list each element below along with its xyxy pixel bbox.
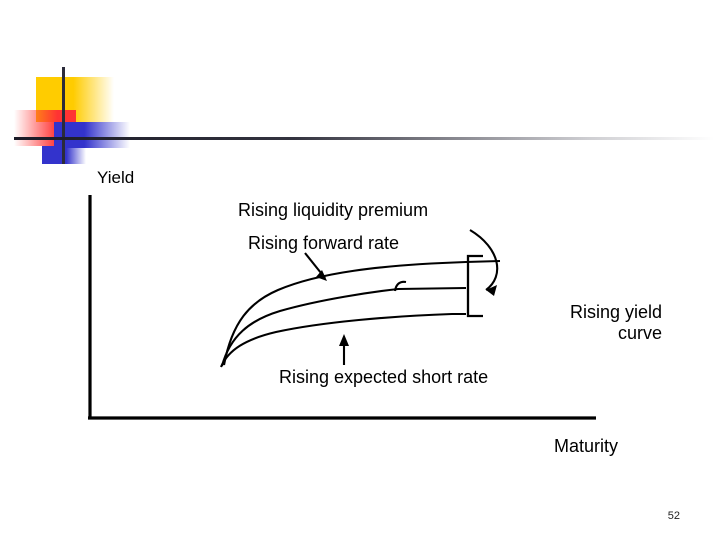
grouping-bracket-icon <box>466 254 483 318</box>
forward-rate-arrow-head-icon <box>316 270 327 281</box>
annotation-liquidity-premium: Rising liquidity premium <box>238 200 429 220</box>
curved-left-arrow-icon <box>469 229 499 291</box>
annotation-forward-rate: Rising forward rate <box>248 233 400 253</box>
short-rate-arrow-head-icon <box>339 334 349 346</box>
header-horizontal-rule <box>14 137 714 140</box>
x-axis-label: Maturity <box>553 436 618 456</box>
curved-left-arrow-head-icon <box>486 285 497 296</box>
annotation-expected-short-rate: Rising expected short rate <box>279 367 489 387</box>
y-axis-label: Yield <box>97 168 135 187</box>
curve-expected-short-rate <box>220 312 466 368</box>
annotation-yield-curve: Rising yield curve <box>569 302 662 343</box>
curve-yield <box>220 286 467 367</box>
decorative-vertical-rule <box>62 67 65 164</box>
decorative-logo-mark <box>0 0 300 175</box>
blue-square-upper-icon <box>54 122 130 148</box>
page-number: 52 <box>667 510 680 522</box>
curve-forward-rate <box>222 259 501 366</box>
hook-tick-icon <box>393 280 407 292</box>
